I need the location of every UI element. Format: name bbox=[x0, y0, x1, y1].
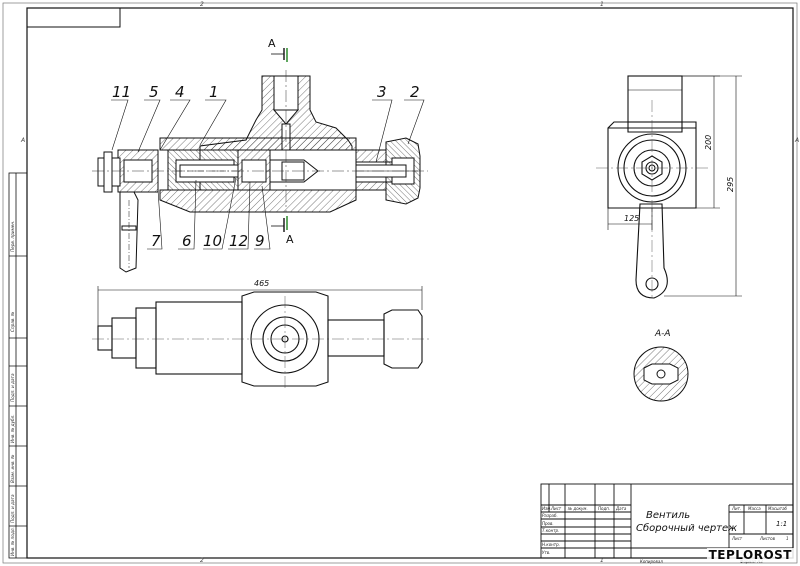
title-block bbox=[540, 483, 794, 559]
stamp-label-4: Инв. № дубл. bbox=[10, 414, 15, 443]
side-stamp bbox=[8, 172, 28, 559]
stamp-label-2: Справ. № bbox=[10, 311, 15, 332]
tb-sheets-val: 1 bbox=[786, 536, 789, 541]
callout-1: 1 bbox=[209, 83, 219, 101]
tb-tkontr: Т.контр. bbox=[542, 528, 559, 533]
zone-right: А bbox=[794, 137, 799, 144]
tb-lit: Лит. bbox=[731, 506, 741, 511]
stamp-label-3: Подп. и дата bbox=[10, 373, 15, 402]
callout-2: 2 bbox=[410, 83, 420, 101]
callout-5: 5 bbox=[149, 83, 159, 101]
side-view bbox=[596, 75, 708, 300]
callout-12: 12 bbox=[229, 232, 248, 250]
tb-utv: Утв. bbox=[542, 550, 550, 555]
zone-top-b: 1 bbox=[600, 1, 604, 8]
zone-bottom-a: 2 bbox=[200, 557, 204, 564]
plan-view bbox=[92, 291, 430, 388]
dim-200: 200 bbox=[704, 135, 713, 150]
tb-sheets: Листов bbox=[759, 536, 776, 541]
zone-bottom-b: 1 bbox=[600, 557, 604, 564]
plan-dimension bbox=[97, 286, 423, 326]
stamp-label-1: Перв. примен. bbox=[10, 221, 15, 252]
tb-nkontr: Н.контр. bbox=[542, 542, 560, 547]
tb-date: Дата bbox=[615, 506, 627, 511]
dim-125: 125 bbox=[624, 214, 639, 223]
section-marker-bottom: А bbox=[286, 233, 294, 246]
section-aa bbox=[633, 346, 689, 402]
callout-7: 7 bbox=[151, 232, 161, 250]
callout-9: 9 bbox=[255, 232, 265, 250]
drawing-title-1: Вентиль bbox=[646, 510, 690, 521]
section-aa-label: А-А bbox=[654, 329, 671, 339]
watermark: TEPLOROST bbox=[706, 548, 794, 562]
callout-3: 3 bbox=[377, 83, 387, 101]
section-cut-markers bbox=[271, 48, 285, 232]
callout-4: 4 bbox=[175, 83, 185, 101]
tb-prov: Пров. bbox=[542, 521, 554, 526]
dim-295: 295 bbox=[726, 177, 735, 192]
drawing-scale: 1:1 bbox=[776, 520, 787, 528]
drawing-title-2: Сборочный чертеж bbox=[636, 522, 737, 534]
callout-6: 6 bbox=[182, 232, 192, 250]
dim-465: 465 bbox=[254, 279, 269, 288]
tb-doc: № докум. bbox=[567, 506, 588, 511]
section-marker-top: А bbox=[268, 37, 276, 50]
tb-scale-hdr: Масштаб bbox=[768, 506, 788, 511]
section-view bbox=[92, 70, 428, 273]
zone-top-a: 2 bbox=[200, 1, 204, 8]
side-dimensions bbox=[607, 75, 742, 297]
callout-10: 10 bbox=[203, 232, 222, 250]
tb-izm: Изм. bbox=[542, 506, 551, 511]
stamp-label-7: Инв. № подл. bbox=[10, 527, 15, 556]
leader-lines bbox=[111, 99, 425, 250]
tb-copied: Копировал bbox=[640, 559, 663, 564]
zone-left: А bbox=[20, 137, 25, 144]
stamp-label-6: Подп. и дата bbox=[10, 494, 15, 523]
doc-code-box bbox=[26, 7, 121, 28]
stamp-label-5: Взам. инв. № bbox=[10, 454, 15, 483]
tb-mass: Масса bbox=[748, 506, 761, 511]
tb-sheet: Лист bbox=[731, 536, 743, 541]
tb-razrab: Разраб. bbox=[542, 513, 558, 518]
tb-list: Лист bbox=[550, 506, 562, 511]
callout-11: 11 bbox=[112, 83, 131, 101]
tb-sign: Подп. bbox=[598, 506, 610, 511]
